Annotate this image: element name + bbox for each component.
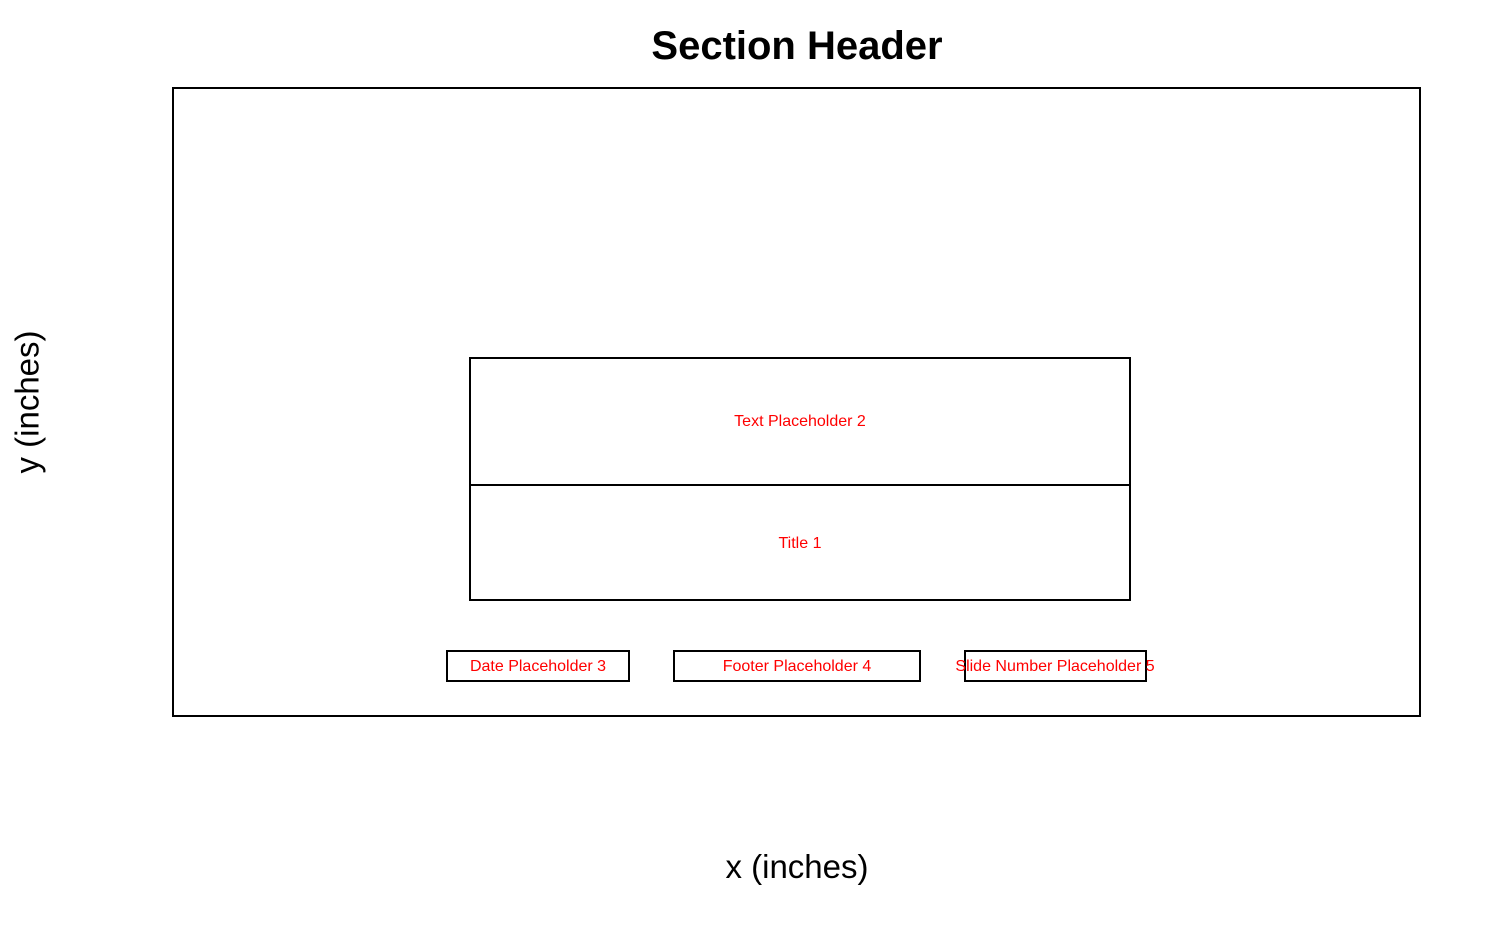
placeholder-label: Date Placeholder 3 — [470, 658, 606, 675]
y-axis-label: y (inches) — [9, 330, 46, 473]
placeholder-label: Text Placeholder 2 — [734, 413, 866, 430]
slide-boundary — [172, 87, 1421, 717]
placeholder-box — [673, 650, 921, 682]
x-axis-label: x (inches) — [725, 848, 868, 885]
placeholder-label: Footer Placeholder 4 — [723, 658, 872, 675]
diagram-title: Section Header — [651, 24, 942, 68]
placeholder-label: Slide Number Placeholder 5 — [955, 658, 1154, 675]
placeholder-box — [446, 650, 630, 682]
placeholder-slide-number-placeholder-5: Slide Number Placeholder 5 — [955, 650, 1155, 682]
placeholder-box — [469, 484, 1131, 601]
placeholder-date-placeholder-3: Date Placeholder 3 — [446, 650, 630, 682]
placeholder-box — [964, 650, 1147, 682]
placeholder-footer-placeholder-4: Footer Placeholder 4 — [673, 650, 921, 682]
placeholder-title-1: Title 1 — [469, 484, 1131, 601]
placeholder-text-placeholder-2: Text Placeholder 2 — [469, 357, 1131, 486]
placeholder-label: Title 1 — [779, 535, 822, 552]
